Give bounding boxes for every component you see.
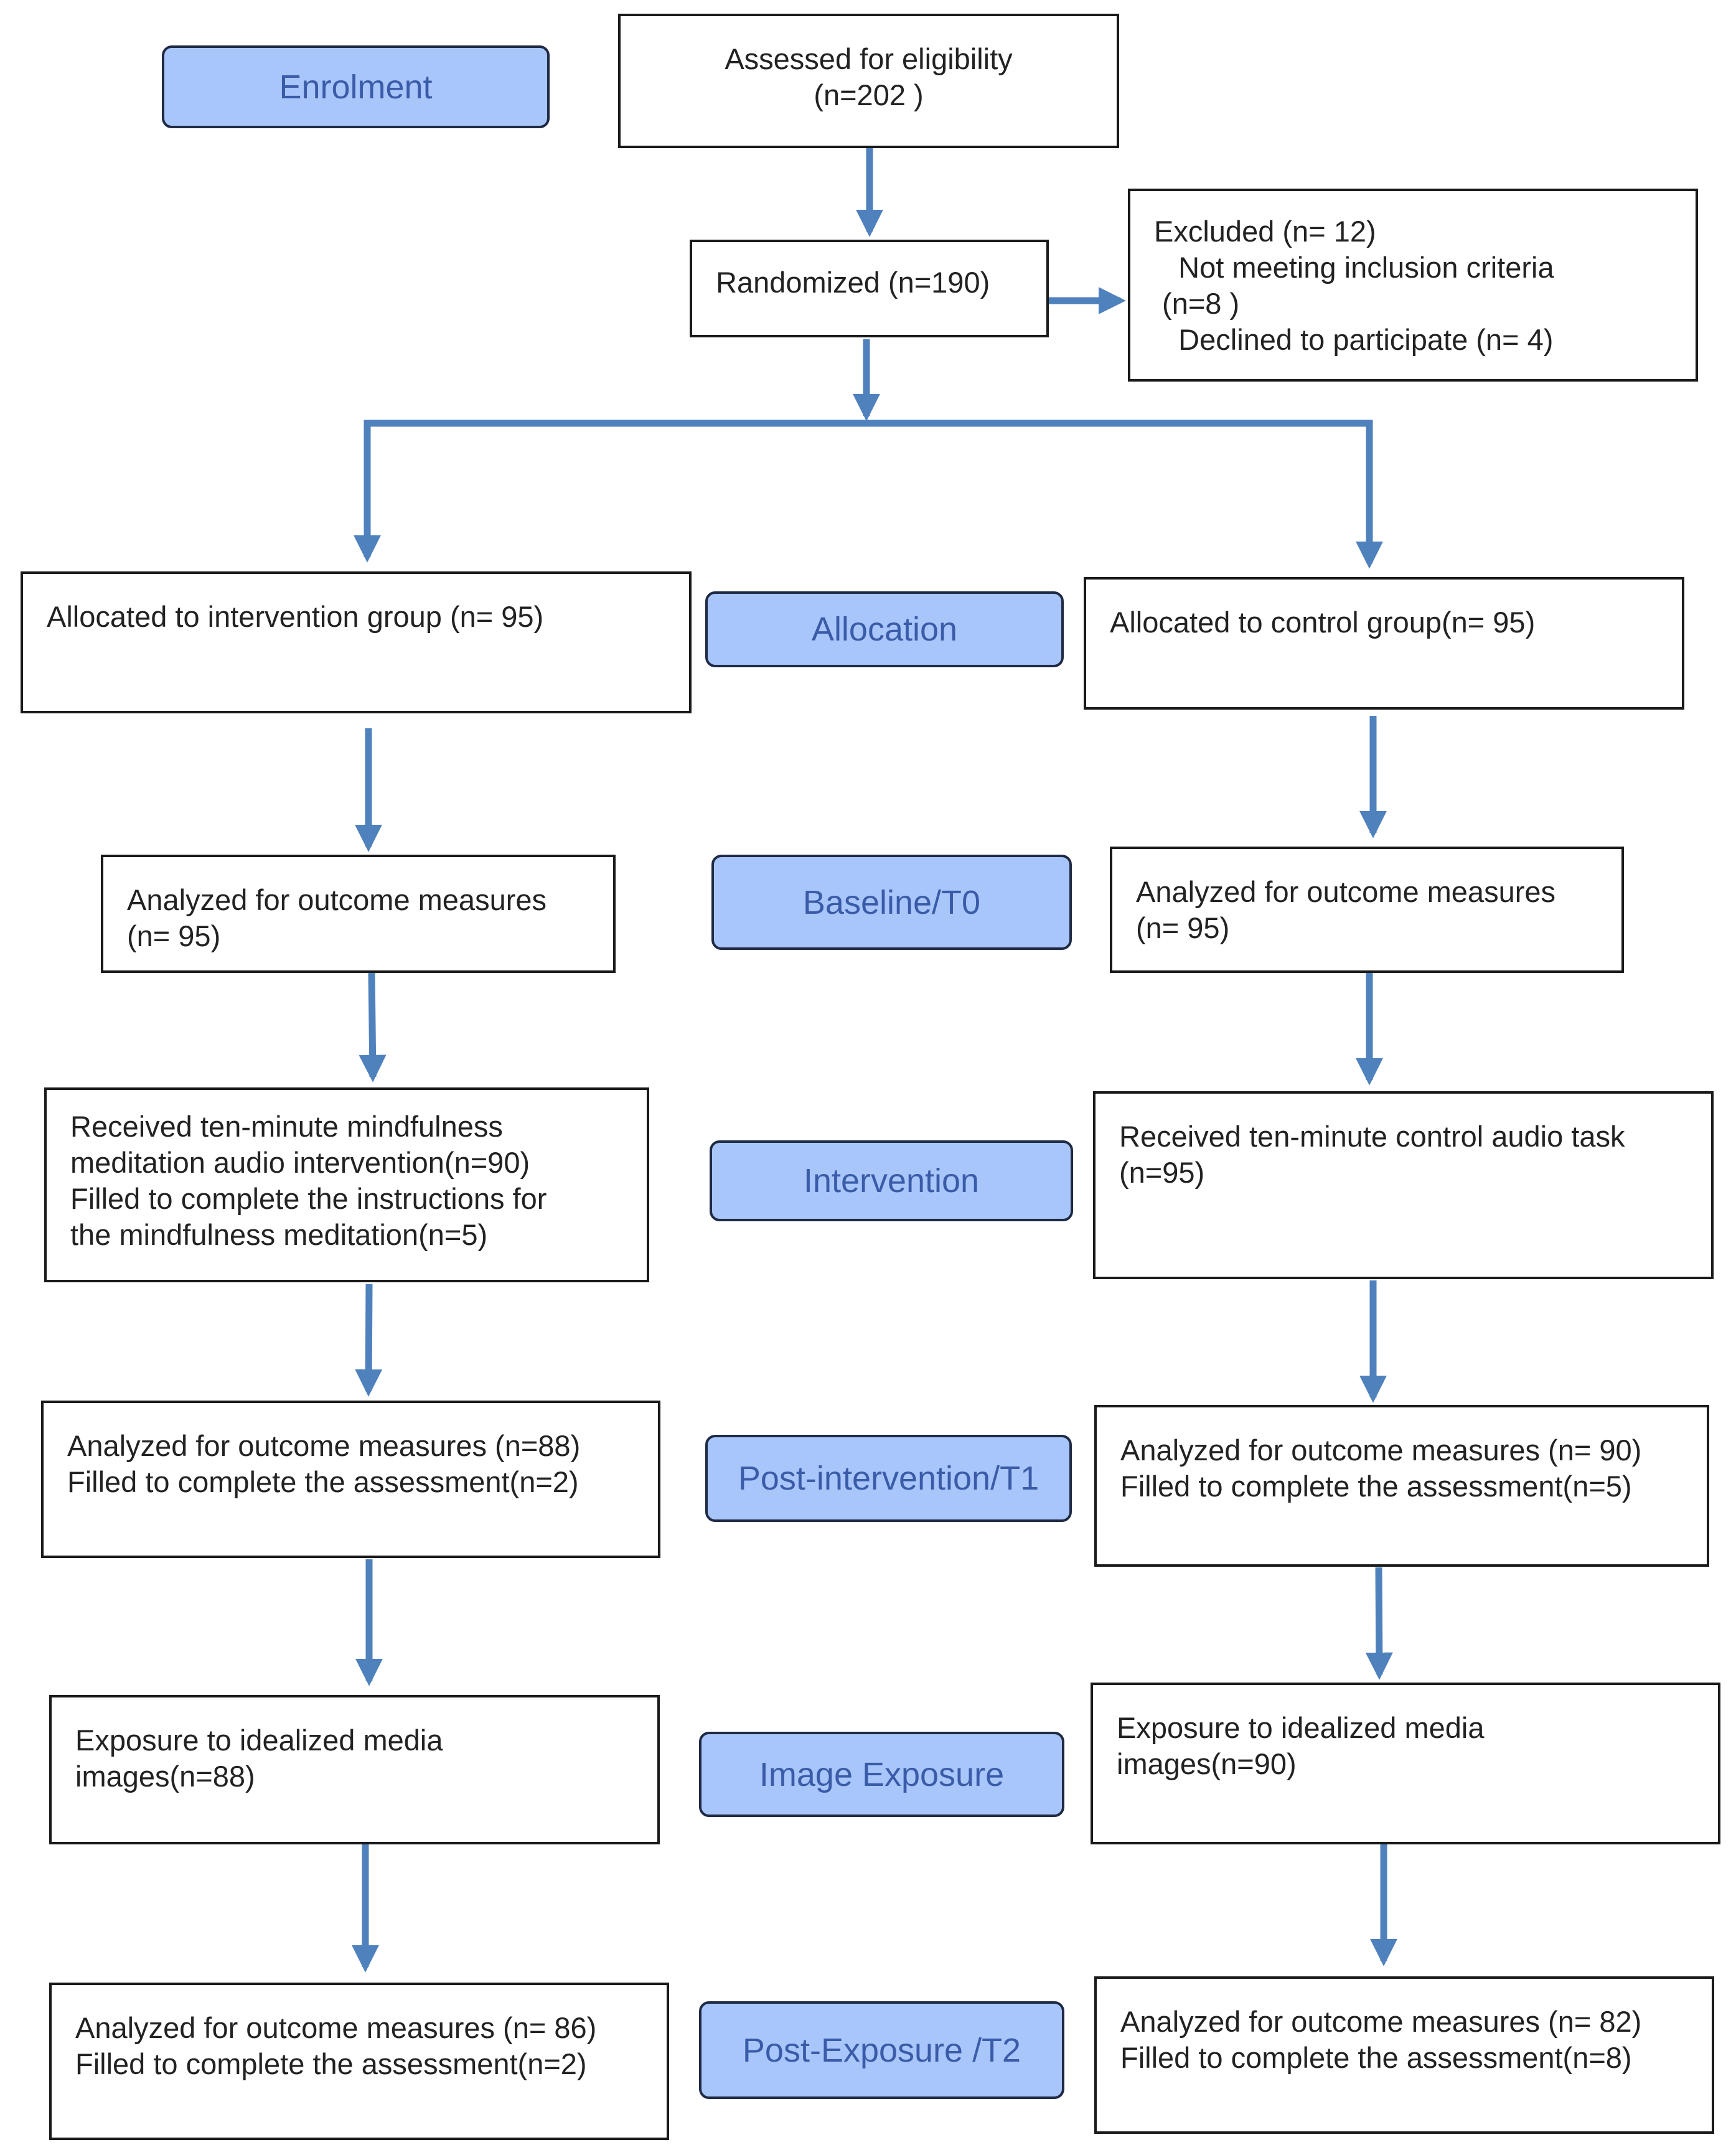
control-allocated-box: Allocated to control group(n= 95) bbox=[1084, 577, 1684, 710]
excluded-box: Excluded (n= 12) Not meeting inclusion c… bbox=[1128, 189, 1698, 382]
intervention-post-exposure-line-2: Filled to complete the assessment(n=2) bbox=[75, 2047, 587, 2080]
control-image-exposure-line-1: Exposure to idealized media bbox=[1117, 1711, 1485, 1744]
assessed-line-2: (n=202 ) bbox=[814, 78, 924, 111]
intervention-received-line-4: the mindfulness meditation(n=5) bbox=[70, 1218, 488, 1251]
excluded-line-1: Excluded (n= 12) bbox=[1154, 215, 1376, 248]
phase-label-enrolment: Enrolment bbox=[162, 45, 550, 128]
excluded-line-4: Declined to participate (n= 4) bbox=[1154, 323, 1554, 356]
randomized-line-1: Randomized (n=190) bbox=[716, 266, 990, 299]
arrow-left-2 bbox=[359, 972, 387, 1082]
phase-label-post-intervention: Post-intervention/T1 bbox=[705, 1435, 1072, 1522]
phase-label-baseline: Baseline/T0 bbox=[711, 855, 1072, 950]
control-received-line-1: Received ten-minute control audio task bbox=[1119, 1120, 1625, 1153]
intervention-received-line-2: meditation audio intervention(n=90) bbox=[70, 1146, 530, 1179]
intervention-baseline-line-1: Analyzed for outcome measures bbox=[127, 883, 547, 916]
control-baseline-line-1: Analyzed for outcome measures bbox=[1136, 875, 1555, 908]
arrow-split-right bbox=[866, 420, 1383, 569]
phase-label-image-exposure: Image Exposure bbox=[699, 1732, 1064, 1817]
control-image-exposure-box: Exposure to idealized media images(n=90) bbox=[1091, 1683, 1720, 1844]
intervention-image-exposure-line-1: Exposure to idealized media bbox=[75, 1724, 443, 1757]
intervention-post-intervention-line-2: Filled to complete the assessment(n=2) bbox=[67, 1465, 579, 1498]
intervention-image-exposure-line-2: images(n=88) bbox=[75, 1760, 255, 1793]
assessed-line-1: Assessed for eligibility bbox=[725, 42, 1013, 75]
intervention-post-intervention-line-1: Analyzed for outcome measures (n=88) bbox=[67, 1429, 581, 1462]
control-post-intervention-line-2: Filled to complete the assessment(n=5) bbox=[1120, 1470, 1632, 1503]
intervention-received-line-1: Received ten-minute mindfulness bbox=[70, 1110, 503, 1143]
intervention-baseline-line-2: (n= 95) bbox=[127, 919, 221, 952]
randomized-box: Randomized (n=190) bbox=[690, 240, 1049, 337]
phase-label-post-exposure: Post-Exposure /T2 bbox=[699, 2001, 1064, 2099]
intervention-allocated-line-1: Allocated to intervention group (n= 95) bbox=[47, 600, 544, 633]
intervention-allocated-box: Allocated to intervention group (n= 95) bbox=[21, 571, 692, 713]
phase-label-allocation: Allocation bbox=[705, 591, 1064, 667]
control-post-exposure-line-1: Analyzed for outcome measures (n= 82) bbox=[1120, 2005, 1642, 2038]
intervention-post-intervention-box: Analyzed for outcome measures (n=88) Fil… bbox=[41, 1401, 660, 1558]
control-received-box: Received ten-minute control audio task (… bbox=[1093, 1091, 1714, 1279]
control-baseline-box: Analyzed for outcome measures (n= 95) bbox=[1110, 847, 1624, 973]
intervention-received-box: Received ten-minute mindfulness meditati… bbox=[44, 1087, 649, 1282]
phase-label-intervention: Intervention bbox=[710, 1140, 1073, 1221]
control-image-exposure-line-2: images(n=90) bbox=[1117, 1747, 1297, 1780]
control-post-intervention-line-1: Analyzed for outcome measures (n= 90) bbox=[1120, 1434, 1642, 1467]
excluded-line-2: Not meeting inclusion criteria bbox=[1154, 251, 1554, 284]
intervention-post-exposure-box: Analyzed for outcome measures (n= 86) Fi… bbox=[49, 1983, 669, 2140]
intervention-post-exposure-line-1: Analyzed for outcome measures (n= 86) bbox=[75, 2011, 597, 2044]
arrow-left-3 bbox=[355, 1284, 383, 1397]
excluded-line-3: (n=8 ) bbox=[1154, 287, 1240, 320]
intervention-image-exposure-box: Exposure to idealized media images(n=88) bbox=[49, 1695, 660, 1844]
control-post-exposure-line-2: Filled to complete the assessment(n=8) bbox=[1120, 2041, 1632, 2074]
assessed-for-eligibility-box: Assessed for eligibility (n=202 ) bbox=[618, 14, 1119, 148]
intervention-received-line-3: Filled to complete the instructions for bbox=[70, 1182, 547, 1215]
intervention-baseline-box: Analyzed for outcome measures (n= 95) bbox=[101, 855, 616, 973]
control-baseline-line-2: (n= 95) bbox=[1136, 911, 1230, 944]
control-allocated-line-1: Allocated to control group(n= 95) bbox=[1110, 606, 1536, 639]
arrow-split-left bbox=[354, 420, 866, 563]
control-post-intervention-box: Analyzed for outcome measures (n= 90) Fi… bbox=[1094, 1405, 1709, 1567]
control-post-exposure-box: Analyzed for outcome measures (n= 82) Fi… bbox=[1094, 1976, 1714, 2134]
control-received-line-2: (n=95) bbox=[1119, 1156, 1205, 1189]
